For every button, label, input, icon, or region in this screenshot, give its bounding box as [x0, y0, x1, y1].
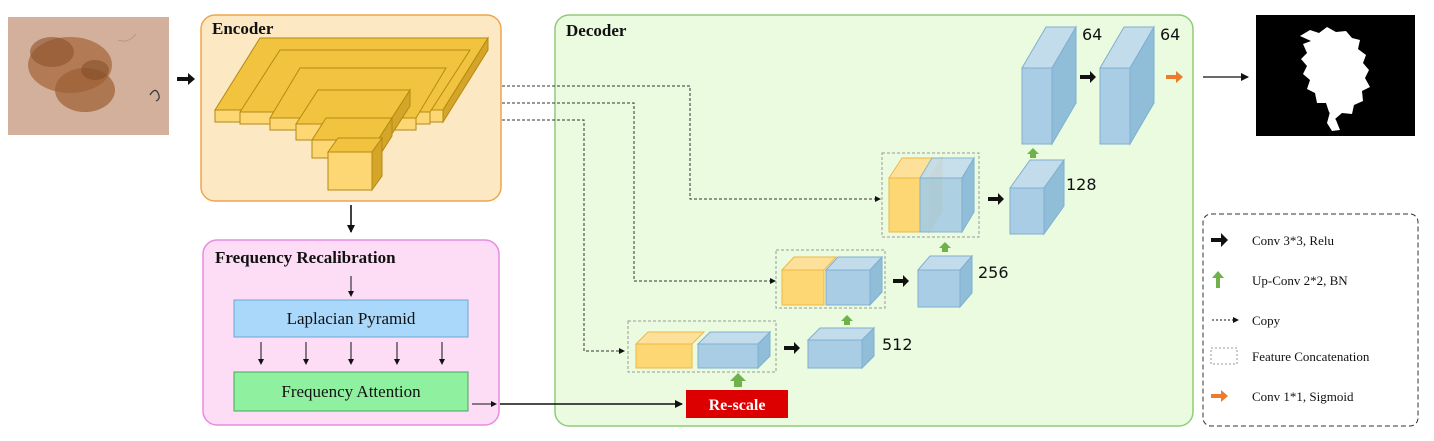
legend-conv: Conv 3*3, Relu: [1252, 233, 1334, 248]
legend: Conv 3*3, Relu Up-Conv 2*2, BN Copy Feat…: [1202, 213, 1419, 427]
channels-64-a: 64: [1082, 25, 1102, 44]
input-skin-image: [8, 17, 169, 135]
legend-upconv-icon: [1212, 271, 1224, 288]
legend-conv-icon: [1211, 233, 1228, 247]
attention-label: Frequency Attention: [281, 382, 421, 401]
legend-copy: Copy: [1252, 313, 1281, 328]
legend-sigmoid: Conv 1*1, Sigmoid: [1252, 389, 1354, 404]
legend-concat: Feature Concatenation: [1252, 349, 1370, 364]
channels-128: 128: [1066, 175, 1097, 194]
channels-64-b: 64: [1160, 25, 1180, 44]
freq-title: Frequency Recalibration: [215, 248, 396, 267]
sigmoid-arrow: [1166, 71, 1183, 83]
legend-concat-icon: [1210, 347, 1238, 365]
frequency-attention-box: [233, 371, 469, 412]
rescale-box: [686, 390, 788, 418]
encoder-panel: Encoder: [200, 14, 502, 202]
channels-512: 512: [882, 335, 913, 354]
encoder-title: Encoder: [212, 19, 274, 38]
legend-upconv: Up-Conv 2*2, BN: [1252, 273, 1348, 288]
output-mask-image: [1256, 15, 1415, 136]
frequency-recalibration-panel: Frequency Recalibration Laplacian Pyrami…: [202, 239, 500, 426]
decoder-title: Decoder: [566, 21, 627, 40]
upconv-arrows: [730, 148, 1039, 387]
decoder-level-64: 64 64: [1021, 25, 1183, 146]
decoder-level-256: 256: [775, 249, 1009, 309]
encoder-pyramid: [214, 36, 489, 192]
decoder-level-512: 512: [627, 320, 913, 373]
channels-256: 256: [978, 263, 1009, 282]
input-arrow: [177, 73, 195, 85]
laplacian-label: Laplacian Pyramid: [287, 309, 416, 328]
legend-sigmoid-icon: [1211, 390, 1228, 402]
rescale-label: Re-scale: [709, 397, 766, 414]
laplacian-pyramid-box: [233, 299, 469, 338]
copy-connections: [502, 85, 881, 354]
decoder-level-128: 128: [881, 152, 1097, 238]
